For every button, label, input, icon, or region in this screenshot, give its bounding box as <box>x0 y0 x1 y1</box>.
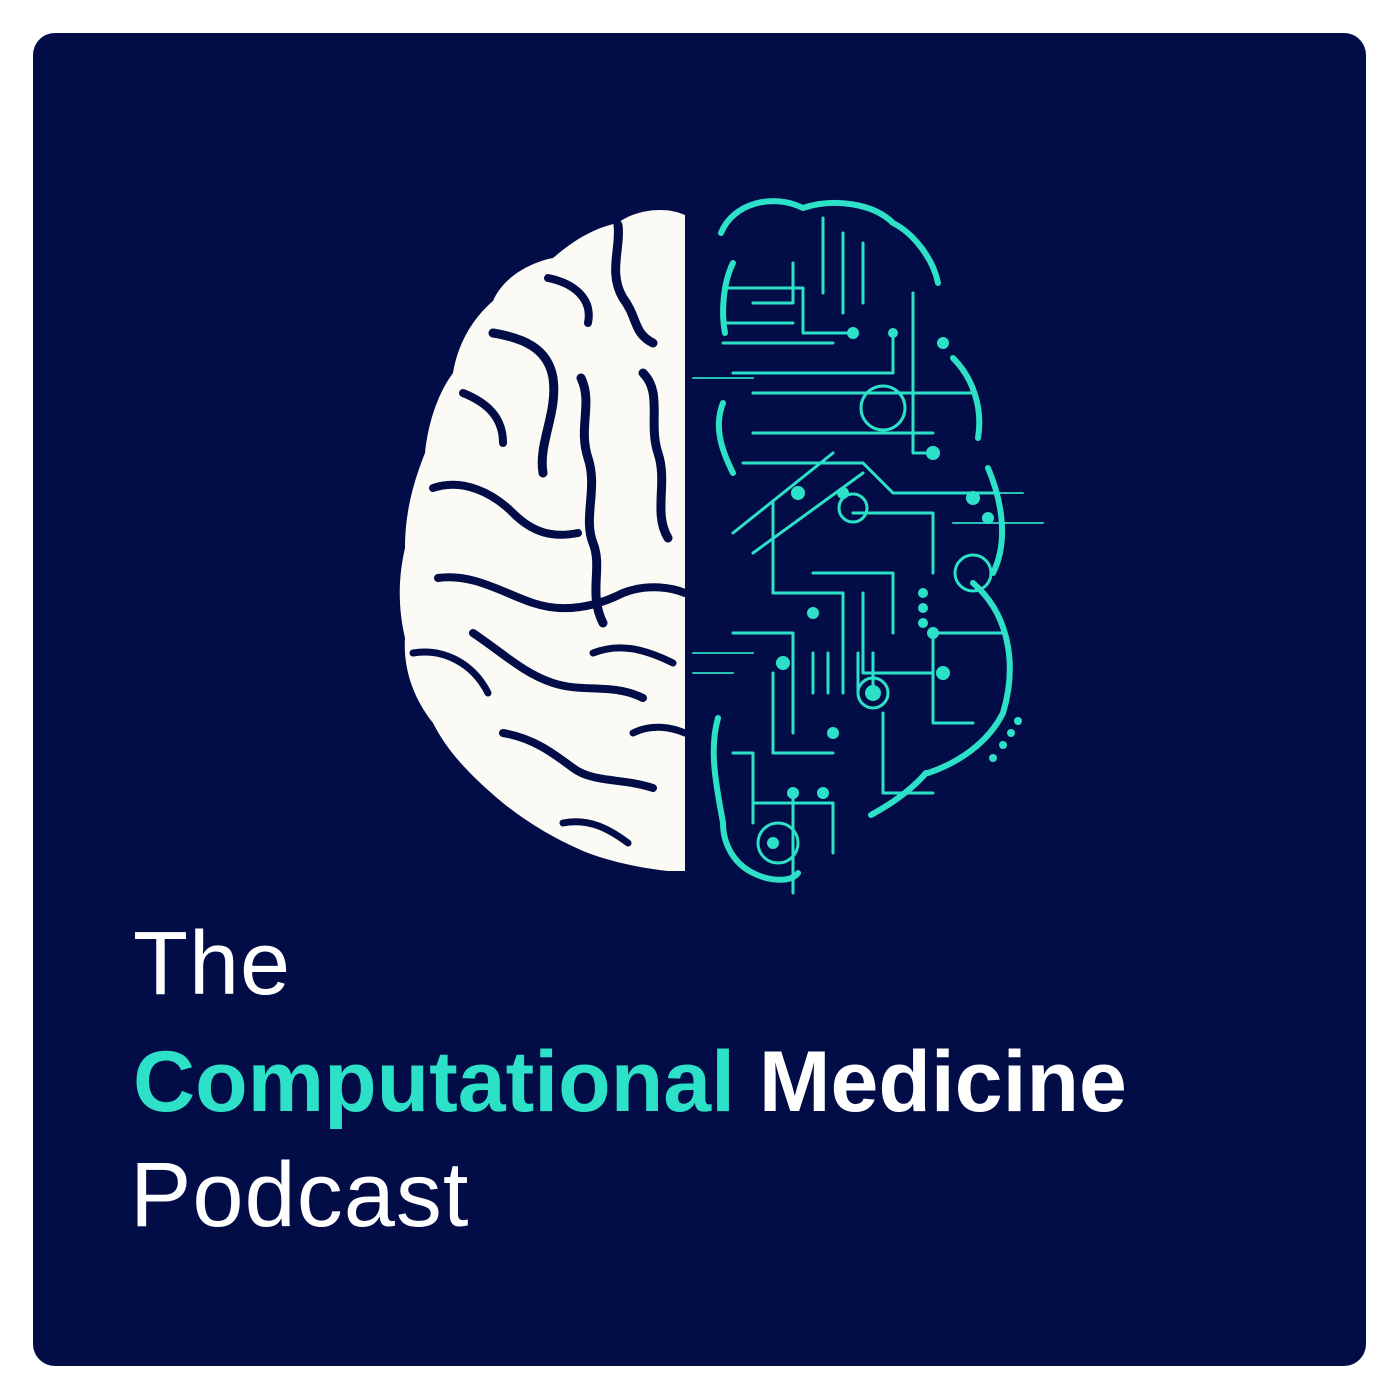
title-line-podcast: Podcast <box>130 1144 470 1246</box>
organic-brain-hemisphere-icon <box>399 209 689 871</box>
circuit-board-hemisphere-icon <box>692 198 1044 895</box>
podcast-cover-card: The Computational Medicine Podcast <box>33 33 1366 1366</box>
title-line-the: The <box>133 914 292 1014</box>
title-line-main: Computational Medicine <box>133 1033 1127 1132</box>
title-word-computational: Computational <box>133 1034 735 1130</box>
brain-circuit-icon <box>399 198 1044 895</box>
title-word-medicine: Medicine <box>758 1034 1127 1130</box>
